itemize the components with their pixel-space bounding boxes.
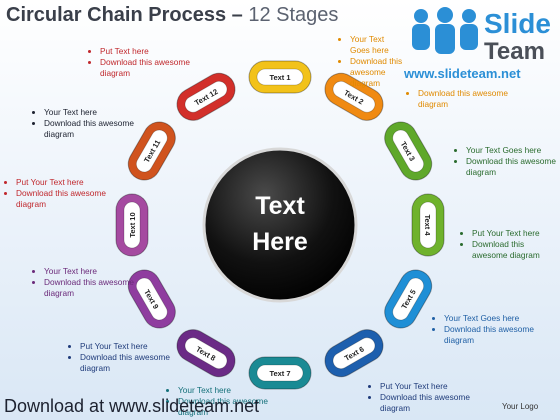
note-8: Put Your Text here Download this awesome… xyxy=(66,341,184,374)
logo-url: www.slideteam.net xyxy=(404,66,521,81)
note-12-line1: Put Text here xyxy=(100,46,204,57)
note-7: Your Text here Download this awesome dia… xyxy=(164,385,282,418)
note-10: Put Your Text here Download this awesome… xyxy=(2,177,120,210)
chain-link-7-hole xyxy=(256,364,304,382)
chain-link-8: Text 8 xyxy=(176,329,236,378)
chain-link-6: Text 6 xyxy=(324,329,384,378)
chain-link-3: Text 3 xyxy=(384,121,433,181)
center-text-line1: Text xyxy=(255,192,305,220)
chain-link-1-label: Text 1 xyxy=(269,73,290,82)
note-5: Your Text Goes here Download this awesom… xyxy=(430,313,548,346)
center-text-line2: Here xyxy=(252,228,308,256)
note-10-line2: Download this awesome diagram xyxy=(16,188,120,210)
note-2: Download this awesome diagram xyxy=(404,88,522,110)
chain-link-11: Text 11 xyxy=(127,121,176,181)
chain-link-7: Text 7 xyxy=(248,356,312,390)
chain-link-2: Text 2 xyxy=(324,72,384,121)
chain-link-4: Text 4 xyxy=(411,193,445,257)
chain-link-10-hole xyxy=(123,201,141,249)
chain-link-4-hole xyxy=(419,201,437,249)
chain-link-10: Text 10 xyxy=(115,193,149,257)
note-8-line1: Put Your Text here xyxy=(80,341,184,352)
note-5-line2: Download this awesome diagram xyxy=(444,324,548,346)
footer-download-text[interactable]: Download at www.slideteam.net xyxy=(4,396,260,416)
chain-link-1-hole xyxy=(256,68,304,86)
note-8-line2: Download this awesome diagram xyxy=(80,352,184,374)
chain-link-8-hole xyxy=(184,337,228,370)
note-3-line1: Your Text Goes here xyxy=(466,145,556,156)
note-2-line1: Download this awesome diagram xyxy=(418,88,522,110)
note-12: Put Text here Download this awesome diag… xyxy=(86,46,204,79)
note-6: Put Your Text here Download this awesome… xyxy=(366,381,484,414)
page-title: Circular Chain Process – 12 Stages xyxy=(6,4,338,27)
note-12-line2: Download this awesome diagram xyxy=(100,57,204,79)
note-9-line2: Download this awesome diagram xyxy=(44,277,148,299)
note-11-line2: Download this awesome diagram xyxy=(44,118,148,140)
slideteam-logo: Slide Team www.slideteam.net xyxy=(404,4,556,84)
logo-team-text: Team xyxy=(484,38,545,65)
chain-link-9: Text 9 xyxy=(127,269,176,329)
note-3-line2: Download this awesome diagram xyxy=(466,156,556,178)
note-9: Your Text here Download this awesome dia… xyxy=(30,266,148,299)
chain-link-12-hole xyxy=(184,80,228,113)
chain-link-1: Text 1 xyxy=(248,60,312,94)
chain-link-10-label: Text 10 xyxy=(128,212,137,237)
center-circle xyxy=(202,147,358,303)
footer-your-logo: Your Logo xyxy=(502,402,539,411)
chain-link-2-hole xyxy=(332,80,376,113)
chain-link-9-hole xyxy=(135,277,168,321)
people-icon xyxy=(412,7,478,54)
note-6-line2: Download this awesome diagram xyxy=(380,392,484,414)
chain-link-3-hole xyxy=(392,129,425,173)
chain-link-5: Text 5 xyxy=(384,269,433,329)
chain-link-5-hole xyxy=(392,277,425,321)
note-10-line1: Put Your Text here xyxy=(16,177,120,188)
note-9-line1: Your Text here xyxy=(44,266,148,277)
title-main: Circular Chain Process xyxy=(6,4,227,26)
note-7-line2: Download this awesome diagram xyxy=(178,396,282,418)
chain-link-11-hole xyxy=(135,129,168,173)
note-6-line1: Put Your Text here xyxy=(380,381,484,392)
logo-slide-text: Slide xyxy=(484,8,551,39)
chain-link-4-label: Text 4 xyxy=(423,214,432,236)
chain-link-6-hole xyxy=(332,337,376,370)
note-11: Your Text here Download this awesome dia… xyxy=(30,107,148,140)
chain-link-7-label: Text 7 xyxy=(269,369,290,378)
note-7-line1: Your Text here xyxy=(178,385,282,396)
note-4-line2: Download this awesome diagram xyxy=(472,239,558,261)
note-5-line1: Your Text Goes here xyxy=(444,313,548,324)
title-dash: – xyxy=(226,4,249,26)
note-3: Your Text Goes here Download this awesom… xyxy=(452,145,556,178)
title-subtitle: 12 Stages xyxy=(248,4,339,26)
note-4-line1: Put Your Text here xyxy=(472,228,558,239)
note-1: Your Text Goes here Download this awesom… xyxy=(336,34,406,89)
note-4: Put Your Text here Download this awesome… xyxy=(458,228,558,261)
note-1-line2: Download this awesome diagram xyxy=(350,56,406,89)
note-1-line1: Your Text Goes here xyxy=(350,34,406,56)
chain-link-12: Text 12 xyxy=(176,72,236,121)
note-11-line1: Your Text here xyxy=(44,107,148,118)
